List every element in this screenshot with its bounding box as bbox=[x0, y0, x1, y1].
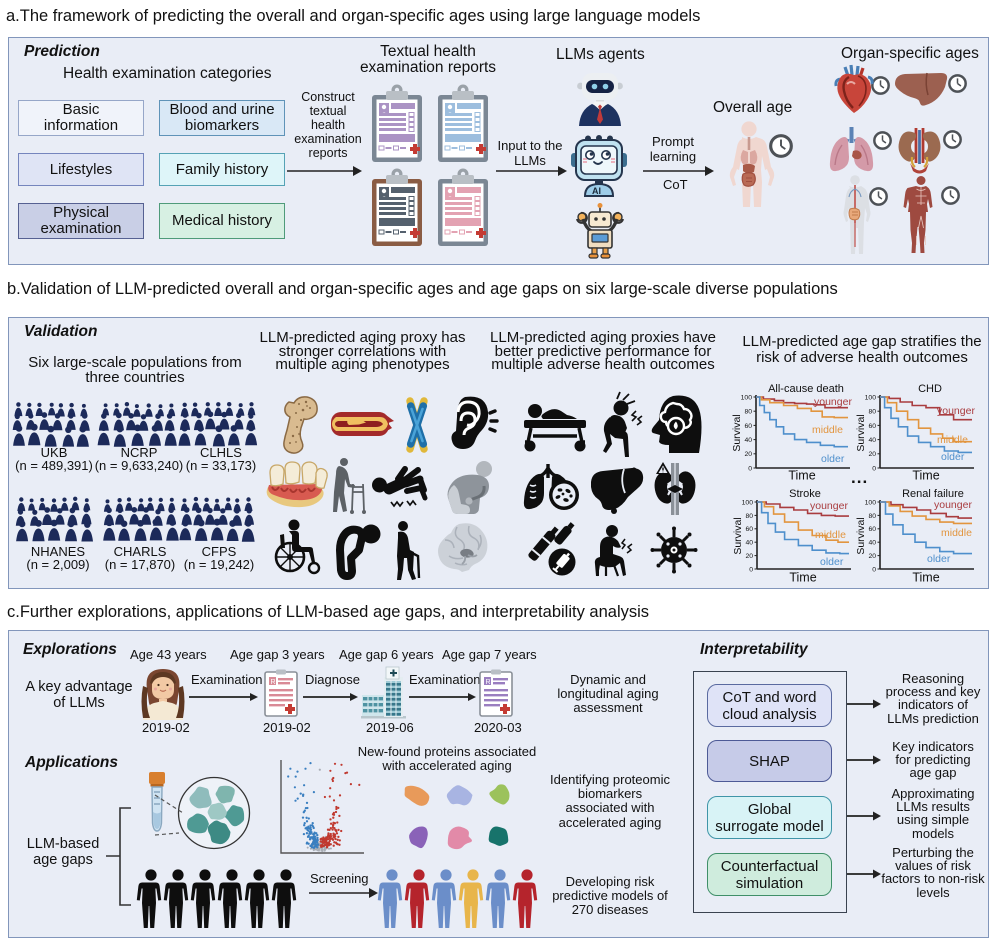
svg-text:Time: Time bbox=[788, 469, 815, 483]
svg-text:40: 40 bbox=[868, 437, 876, 444]
svg-text:0: 0 bbox=[749, 566, 753, 573]
svg-text:Time: Time bbox=[789, 571, 816, 585]
svg-text:Time: Time bbox=[912, 469, 939, 483]
svg-text:60: 60 bbox=[744, 423, 752, 430]
svg-text:100: 100 bbox=[865, 394, 877, 401]
svg-text:Survival: Survival bbox=[731, 414, 743, 451]
svg-text:R: R bbox=[486, 679, 491, 686]
svg-text:80: 80 bbox=[868, 409, 876, 416]
svg-text:60: 60 bbox=[868, 526, 876, 533]
svg-text:40: 40 bbox=[745, 540, 753, 547]
svg-text:AI: AI bbox=[592, 186, 601, 196]
svg-text:20: 20 bbox=[744, 451, 752, 458]
svg-text:60: 60 bbox=[868, 423, 876, 430]
svg-text:100: 100 bbox=[741, 394, 753, 401]
svg-text:Survival: Survival bbox=[855, 517, 867, 554]
svg-text:Time: Time bbox=[912, 571, 939, 585]
svg-text:80: 80 bbox=[744, 409, 752, 416]
svg-text:Survival: Survival bbox=[855, 414, 867, 451]
svg-text:80: 80 bbox=[745, 513, 753, 520]
svg-text:40: 40 bbox=[744, 437, 752, 444]
svg-text:100: 100 bbox=[742, 499, 754, 506]
svg-text:100: 100 bbox=[865, 499, 877, 506]
svg-text:0: 0 bbox=[872, 566, 876, 573]
svg-text:Survival: Survival bbox=[732, 517, 744, 554]
svg-text:0: 0 bbox=[872, 465, 876, 472]
svg-text:20: 20 bbox=[868, 553, 876, 560]
svg-text:20: 20 bbox=[745, 553, 753, 560]
svg-text:R: R bbox=[271, 679, 276, 686]
svg-text:20: 20 bbox=[868, 451, 876, 458]
svg-text:0: 0 bbox=[748, 465, 752, 472]
svg-text:80: 80 bbox=[868, 513, 876, 520]
svg-text:40: 40 bbox=[868, 540, 876, 547]
svg-text:60: 60 bbox=[745, 526, 753, 533]
